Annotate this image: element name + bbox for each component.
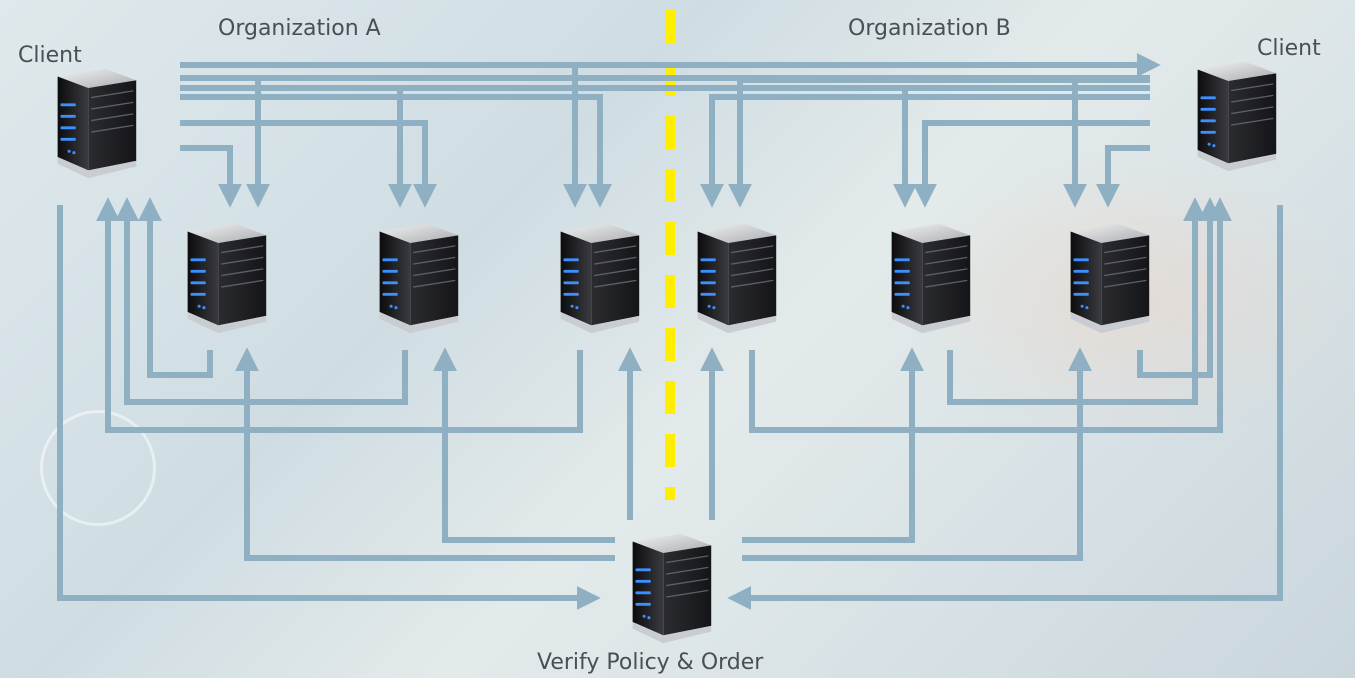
deliver-arrow [433, 347, 615, 543]
request-arrow [180, 120, 437, 208]
client-right-label: Client [1257, 36, 1321, 61]
client-left-server-icon [56, 68, 137, 179]
request-arrow [180, 145, 242, 208]
request-arrow [728, 77, 1150, 208]
response-arrow [947, 197, 1207, 405]
client-right-server-icon [1196, 61, 1277, 172]
request-arrow [1096, 145, 1150, 208]
deliver-arrow [742, 347, 1092, 561]
request-arrow [388, 85, 1150, 208]
submit-arrow [57, 205, 601, 610]
deliver-arrow [742, 347, 924, 543]
request-arrow [180, 85, 917, 208]
request-arrow [700, 94, 1150, 208]
peer-b1-server-icon [696, 223, 777, 334]
deliver-arrow [235, 347, 615, 561]
response-arrow [749, 197, 1232, 433]
organization-b-label: Organization B [848, 16, 1011, 41]
request-arrow [180, 94, 612, 208]
peer-a1-server-icon [186, 223, 267, 334]
orderer-label: Verify Policy & Order [537, 650, 764, 675]
peer-a2-server-icon [378, 223, 459, 334]
submit-arrow [727, 205, 1283, 610]
peer-b3-server-icon [1069, 223, 1150, 334]
response-arrow [1137, 197, 1222, 378]
request-arrow [563, 62, 1150, 208]
peer-a3-server-icon [559, 223, 640, 334]
response-arrow [115, 197, 408, 405]
organization-a-label: Organization A [218, 16, 381, 41]
peer-b2-server-icon [890, 223, 971, 334]
client-left-label: Client [18, 43, 82, 68]
request-arrow [913, 120, 1150, 208]
response-arrow [96, 197, 583, 433]
response-arrow [138, 197, 213, 378]
orderer-server-icon [631, 533, 712, 644]
